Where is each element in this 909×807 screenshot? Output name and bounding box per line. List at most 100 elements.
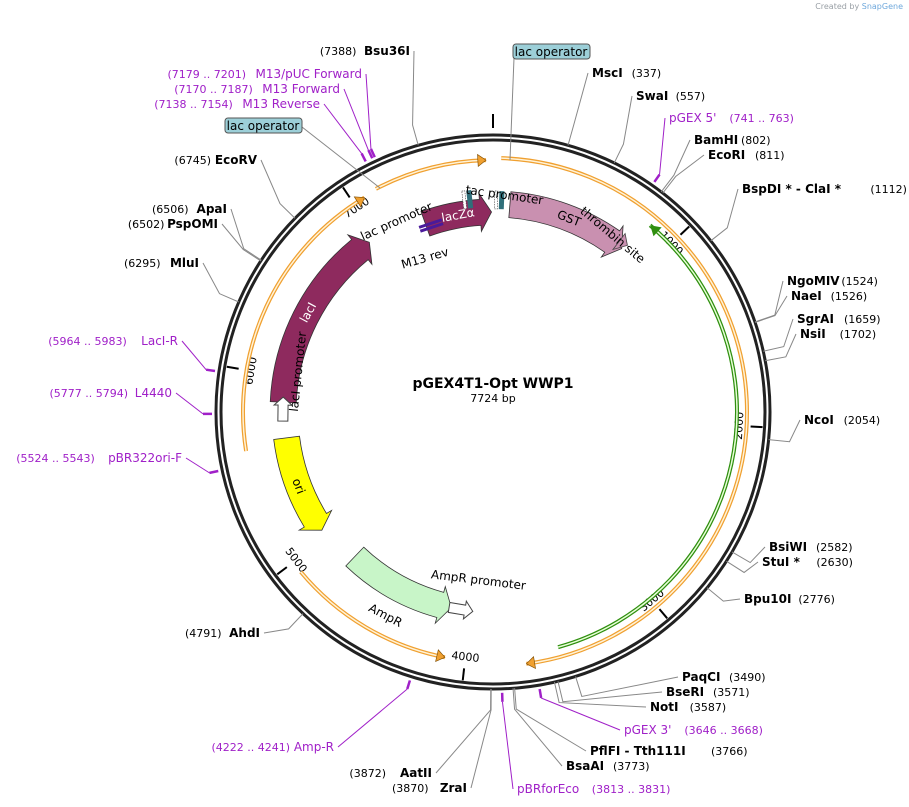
primer-name: pBR322ori-F xyxy=(108,451,182,465)
thrombin-site-mark xyxy=(611,232,628,251)
enzyme-name: PaqCI xyxy=(682,670,720,684)
enzyme-noti[interactable]: NotI(3587) xyxy=(553,681,726,714)
enzyme-paqci[interactable]: PaqCI(3490) xyxy=(575,670,766,698)
orf-arrowhead xyxy=(353,196,365,208)
primer-laci-r[interactable]: LacI-R(5964 .. 5983) xyxy=(48,334,216,373)
orf-arc-core xyxy=(242,196,365,452)
enzyme-aatii[interactable]: AatII (3872) xyxy=(349,688,492,780)
enzyme-bsiwi[interactable]: BsiWI(2582) xyxy=(731,540,853,564)
primer-m13-puc-forward[interactable]: M13/pUC Forward (7179 .. 7201) xyxy=(167,67,376,158)
enzyme-sgrai[interactable]: SgrAI(1659) xyxy=(763,312,881,352)
enzyme-pflfi-tth111i[interactable]: PflFI - Tth111I(3766) xyxy=(514,688,748,758)
primer-name: pGEX 5' xyxy=(669,111,716,125)
lac-operator-left-label: lac operator xyxy=(227,119,300,133)
enzyme-pspomi[interactable]: PspOMI(6502) xyxy=(128,217,262,262)
enzyme-name: NsiI xyxy=(800,327,826,341)
enzyme-name: EcoRV xyxy=(215,153,258,167)
enzyme-mlui[interactable]: MluI(6295) xyxy=(124,256,239,303)
lac-operator-left: lac operator xyxy=(224,117,381,189)
enzyme-naei[interactable]: NaeI(1526) xyxy=(754,289,868,323)
enzyme-name: NcoI xyxy=(804,413,834,427)
primer-range: (5777 .. 5794) xyxy=(49,387,128,400)
laci-promoter-arrow xyxy=(272,396,294,422)
primer-m13-reverse[interactable]: M13 Reverse (7138 .. 7154) xyxy=(154,97,367,163)
feature-ampr xyxy=(345,546,452,625)
enzyme-ngomiv[interactable]: NgoMIV(1524) xyxy=(754,274,878,323)
enzyme-ncoi[interactable]: NcoI(2054) xyxy=(768,413,881,443)
enzyme-apai[interactable]: ApaI(6506) xyxy=(152,202,262,261)
enzyme-name: AhdI xyxy=(229,626,260,640)
enzyme-bsu36i[interactable]: Bsu36I(7388) xyxy=(320,44,419,146)
enzyme-position: (811) xyxy=(755,149,785,162)
primer-name: M13/pUC Forward xyxy=(255,67,362,81)
tick-7000 xyxy=(342,186,351,199)
enzyme-name: BspDI * - ClaI * xyxy=(742,182,842,196)
enzyme-position: (802) xyxy=(741,134,771,147)
tick-5000 xyxy=(276,566,288,576)
orf-arrowhead xyxy=(525,656,536,670)
enzyme-position: (3773) xyxy=(613,760,650,773)
enzyme-position: (4791) xyxy=(185,627,222,640)
enzyme-ecorv[interactable]: EcoRV(6745) xyxy=(174,153,296,219)
primer-name: Amp-R xyxy=(294,740,334,754)
primer-range: (5524 .. 5543) xyxy=(16,452,95,465)
primer-range: (4222 .. 4241) xyxy=(211,741,290,754)
enzyme-name: AatII xyxy=(400,766,432,780)
primer-range: (7179 .. 7201) xyxy=(167,68,246,81)
enzyme-ahdi[interactable]: AhdI (4791) xyxy=(185,613,304,640)
lac-operator-mark-top xyxy=(493,190,505,210)
tick-3000 xyxy=(658,608,668,619)
ampr-promoter-arrow xyxy=(447,599,474,621)
enzyme-position: (3872) xyxy=(349,767,386,780)
enzyme-bamhi[interactable]: BamHI(802) xyxy=(660,133,771,193)
enzyme-bspdi-clai[interactable]: BspDI * - ClaI *(1112) xyxy=(710,182,907,242)
primer-range: (3813 .. 3831) xyxy=(592,783,671,796)
enzyme-bseri[interactable]: BseRI(3571) xyxy=(557,681,750,703)
orf-arc xyxy=(501,156,749,666)
primer-name: L4440 xyxy=(135,386,172,400)
primer-pgex-5[interactable]: pGEX 5'(741 .. 763) xyxy=(653,111,794,183)
enzyme-position: (3571) xyxy=(713,686,750,699)
backbone-outer xyxy=(214,133,772,691)
enzyme-position: (1702) xyxy=(840,328,877,341)
enzyme-name: StuI * xyxy=(762,555,801,569)
enzyme-msci[interactable]: MscI(337) xyxy=(567,66,661,146)
primer-name: LacI-R xyxy=(141,334,178,348)
orf-arc-core xyxy=(300,571,446,659)
primer-l4440[interactable]: L4440 (5777 .. 5794) xyxy=(49,386,213,416)
primer-amp-r[interactable]: Amp-R (4222 .. 4241) xyxy=(211,680,412,754)
enzyme-zrai[interactable]: ZraI(3870) xyxy=(392,688,492,795)
enzyme-bsaai[interactable]: BsaAI (3773) xyxy=(512,688,650,773)
enzyme-position: (6295) xyxy=(124,257,161,270)
enzyme-name: ZraI xyxy=(440,781,467,795)
primer-range: (3646 .. 3668) xyxy=(684,724,763,737)
enzyme-position: (1659) xyxy=(844,313,881,326)
snapgene-brand: SnapGene xyxy=(861,2,903,11)
insert-arc-core xyxy=(557,224,738,648)
primer-pbr322ori-f[interactable]: pBR322ori-F (5524 .. 5543) xyxy=(16,451,219,475)
primer-range: (7138 .. 7154) xyxy=(154,98,233,111)
enzyme-swai[interactable]: SwaI(557) xyxy=(613,89,706,164)
enzyme-position: (1526) xyxy=(831,290,868,303)
enzyme-bpu10i[interactable]: Bpu10I(2776) xyxy=(706,587,835,606)
primer-name: M13 Reverse xyxy=(242,97,320,111)
lac-operator-top: lac operator xyxy=(509,43,591,161)
primer-pgex-3[interactable]: pGEX 3'(3646 .. 3668) xyxy=(538,688,763,737)
primer-m13-forward[interactable]: M13 Forward(7170 .. 7187) xyxy=(174,82,374,159)
orf-arc-core xyxy=(501,157,748,665)
feature-ori xyxy=(273,435,333,531)
enzyme-ecori[interactable]: EcoRI(811) xyxy=(662,148,785,194)
enzyme-stui[interactable]: StuI *(2630) xyxy=(726,555,853,574)
enzyme-name: PflFI - Tth111I xyxy=(590,744,686,758)
enzyme-position: (557) xyxy=(676,90,706,103)
enzyme-position: (2776) xyxy=(798,593,835,606)
enzyme-name: BsaAI xyxy=(566,759,604,773)
primer-pbrforeco[interactable]: pBRforEco(3813 .. 3831) xyxy=(500,692,671,796)
credit: Created by SnapGene xyxy=(815,2,903,11)
feature-label-ampr: AmpR xyxy=(366,601,404,630)
tick-2000 xyxy=(750,425,763,429)
tick-6000 xyxy=(226,365,239,370)
enzyme-name: PspOMI xyxy=(167,217,218,231)
enzyme-nsii[interactable]: NsiI (1702) xyxy=(765,327,877,362)
